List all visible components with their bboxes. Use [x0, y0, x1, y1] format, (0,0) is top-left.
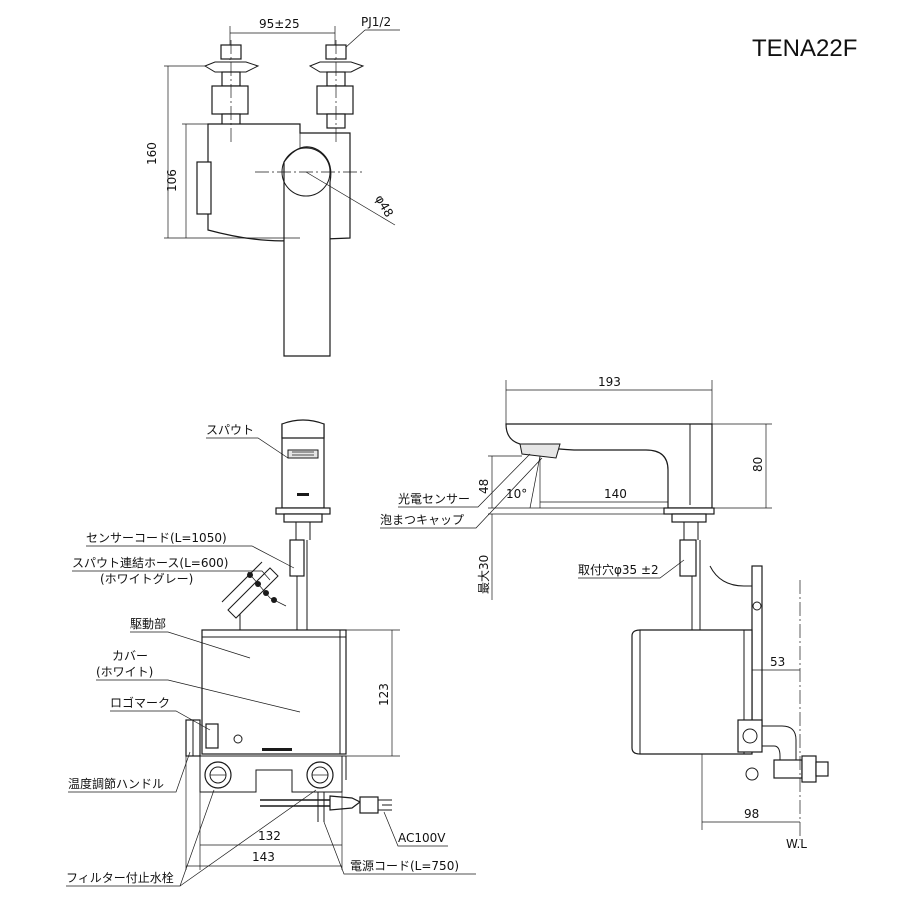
label-cover: カバー — [112, 649, 148, 663]
label-sensor-cord: センサーコード(L=1050) — [86, 531, 227, 545]
dim-max-thickness: 最大30 — [477, 555, 491, 594]
label-mount-hole: 取付穴φ35 ±2 — [578, 562, 659, 577]
label-hose-color: (ホワイトグレー) — [100, 572, 193, 586]
dim-offset: 53 — [770, 655, 785, 669]
dim-width-outer: 143 — [252, 850, 275, 864]
dim-height-spout: 80 — [751, 457, 765, 472]
label-filter-valve: フィルター付止水栓 — [66, 870, 174, 885]
dim-unit-height: 123 — [377, 683, 391, 706]
label-temp-handle: 温度調節ハンドル — [68, 776, 164, 791]
label-photo-sensor: 光電センサー — [398, 492, 470, 506]
dim-thread: PJ1/2 — [361, 15, 391, 29]
dim-angle: 10° — [506, 487, 527, 501]
dim-width-inner: 132 — [258, 829, 281, 843]
label-drive-unit: 駆動部 — [130, 616, 166, 631]
label-hose: スパウト連結ホース(L=600) — [72, 556, 228, 570]
label-cover-color: (ホワイト) — [96, 665, 153, 679]
dim-spout-dia: φ48 — [372, 193, 396, 220]
dim-length: 193 — [598, 375, 621, 389]
dim-pitch: 95±25 — [259, 17, 300, 31]
label-power: AC100V — [398, 831, 446, 845]
dim-height-body: 106 — [165, 169, 179, 192]
label-power-cord: 電源コード(L=750) — [350, 859, 459, 873]
model-number: TENA22F — [752, 35, 857, 62]
side-view: W.L 193 80 48 10° 140 最大30 取付穴φ35 ±2 53 — [380, 375, 829, 851]
label-wall-line: W.L — [786, 837, 807, 851]
dim-height-total: 160 — [145, 142, 159, 165]
label-aerator-cap: 泡まつキャップ — [380, 513, 464, 527]
dim-reach: 140 — [604, 487, 627, 501]
label-logo-mark: ロゴマーク — [110, 695, 170, 710]
label-spout: スパウト — [206, 423, 254, 437]
front-view: 123 132 143 スパウト センサーコード(L=1050) スパウト連結ホ… — [66, 419, 476, 887]
top-view: 95±25 PJ1/2 160 106 — [145, 15, 400, 357]
dim-sensor-dist: 48 — [477, 479, 491, 494]
dim-depth: 98 — [744, 807, 759, 821]
